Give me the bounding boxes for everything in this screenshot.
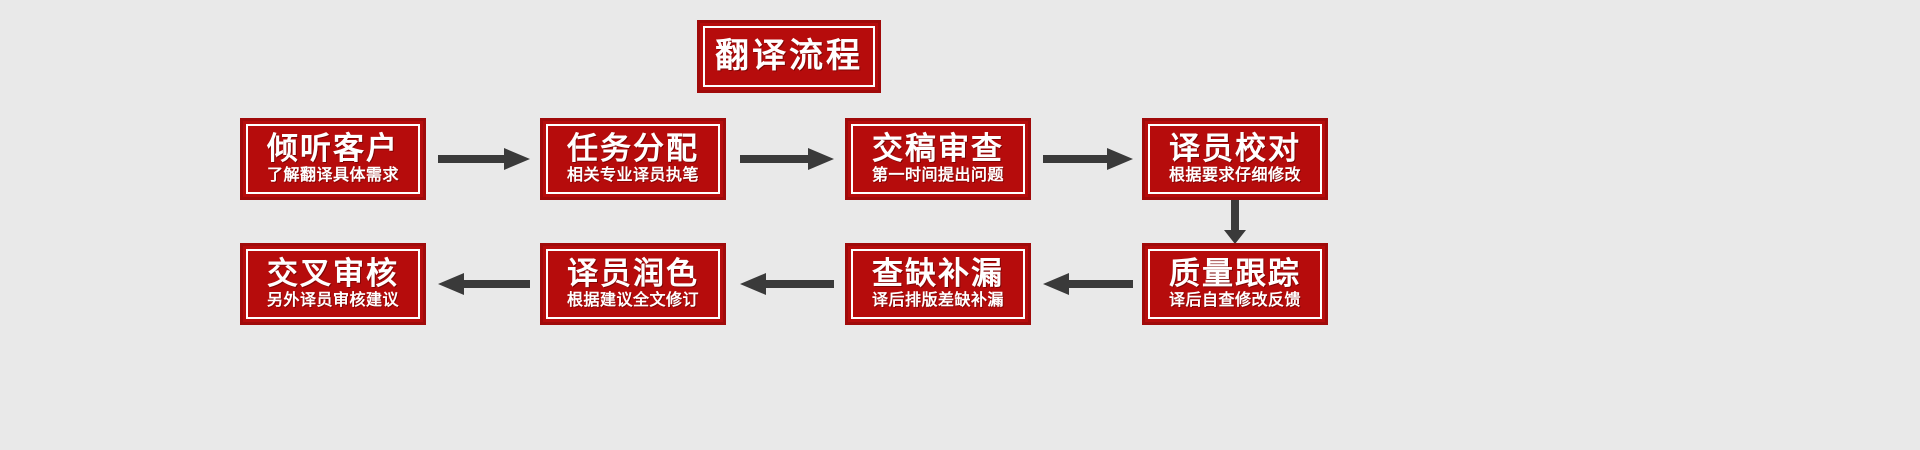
step-node-2[interactable]: 任务分配 相关专业译员执笔 xyxy=(540,118,726,200)
step-node-2-inner: 任务分配 相关专业译员执笔 xyxy=(546,124,720,194)
arrow-step2-to-step3 xyxy=(740,146,834,172)
step-node-7-inner: 译员润色 根据建议全文修订 xyxy=(546,249,720,319)
step-1-subtitle: 了解翻译具体需求 xyxy=(266,167,399,185)
arrow-step4-to-step5 xyxy=(1222,200,1248,244)
flowchart-title-inner: 翻译流程 xyxy=(703,26,875,87)
step-1-title: 倾听客户 xyxy=(267,130,399,166)
step-node-6-inner: 查缺补漏 译后排版差缺补漏 xyxy=(851,249,1025,319)
step-4-subtitle: 根据要求仔细修改 xyxy=(1168,167,1301,185)
step-8-subtitle: 另外译员审核建议 xyxy=(266,292,399,310)
step-node-6[interactable]: 查缺补漏 译后排版差缺补漏 xyxy=(845,243,1031,325)
step-2-title: 任务分配 xyxy=(567,130,699,166)
step-6-subtitle: 译后排版差缺补漏 xyxy=(871,292,1004,310)
arrow-step5-to-step6 xyxy=(1043,271,1133,297)
step-6-title: 查缺补漏 xyxy=(872,255,1004,291)
arrow-step1-to-step2 xyxy=(438,146,530,172)
step-node-3[interactable]: 交稿审查 第一时间提出问题 xyxy=(845,118,1031,200)
arrow-step3-to-step4 xyxy=(1043,146,1133,172)
step-node-3-inner: 交稿审查 第一时间提出问题 xyxy=(851,124,1025,194)
step-7-title: 译员润色 xyxy=(567,255,699,291)
step-node-5[interactable]: 质量跟踪 译后自查修改反馈 xyxy=(1142,243,1328,325)
step-node-1[interactable]: 倾听客户 了解翻译具体需求 xyxy=(240,118,426,200)
step-node-7[interactable]: 译员润色 根据建议全文修订 xyxy=(540,243,726,325)
arrow-step6-to-step7 xyxy=(740,271,834,297)
step-node-8-inner: 交叉审核 另外译员审核建议 xyxy=(246,249,420,319)
flowchart-title-text: 翻译流程 xyxy=(715,36,863,75)
step-7-subtitle: 根据建议全文修订 xyxy=(566,292,699,310)
step-5-subtitle: 译后自查修改反馈 xyxy=(1168,292,1301,310)
step-node-1-inner: 倾听客户 了解翻译具体需求 xyxy=(246,124,420,194)
step-8-title: 交叉审核 xyxy=(267,255,399,291)
flowchart-title-box: 翻译流程 xyxy=(697,20,881,93)
step-4-title: 译员校对 xyxy=(1169,130,1301,166)
step-node-4[interactable]: 译员校对 根据要求仔细修改 xyxy=(1142,118,1328,200)
arrow-step7-to-step8 xyxy=(438,271,530,297)
step-node-4-inner: 译员校对 根据要求仔细修改 xyxy=(1148,124,1322,194)
step-node-5-inner: 质量跟踪 译后自查修改反馈 xyxy=(1148,249,1322,319)
step-3-title: 交稿审查 xyxy=(872,130,1004,166)
step-node-8[interactable]: 交叉审核 另外译员审核建议 xyxy=(240,243,426,325)
step-2-subtitle: 相关专业译员执笔 xyxy=(566,167,699,185)
step-3-subtitle: 第一时间提出问题 xyxy=(871,167,1004,185)
step-5-title: 质量跟踪 xyxy=(1169,255,1301,291)
